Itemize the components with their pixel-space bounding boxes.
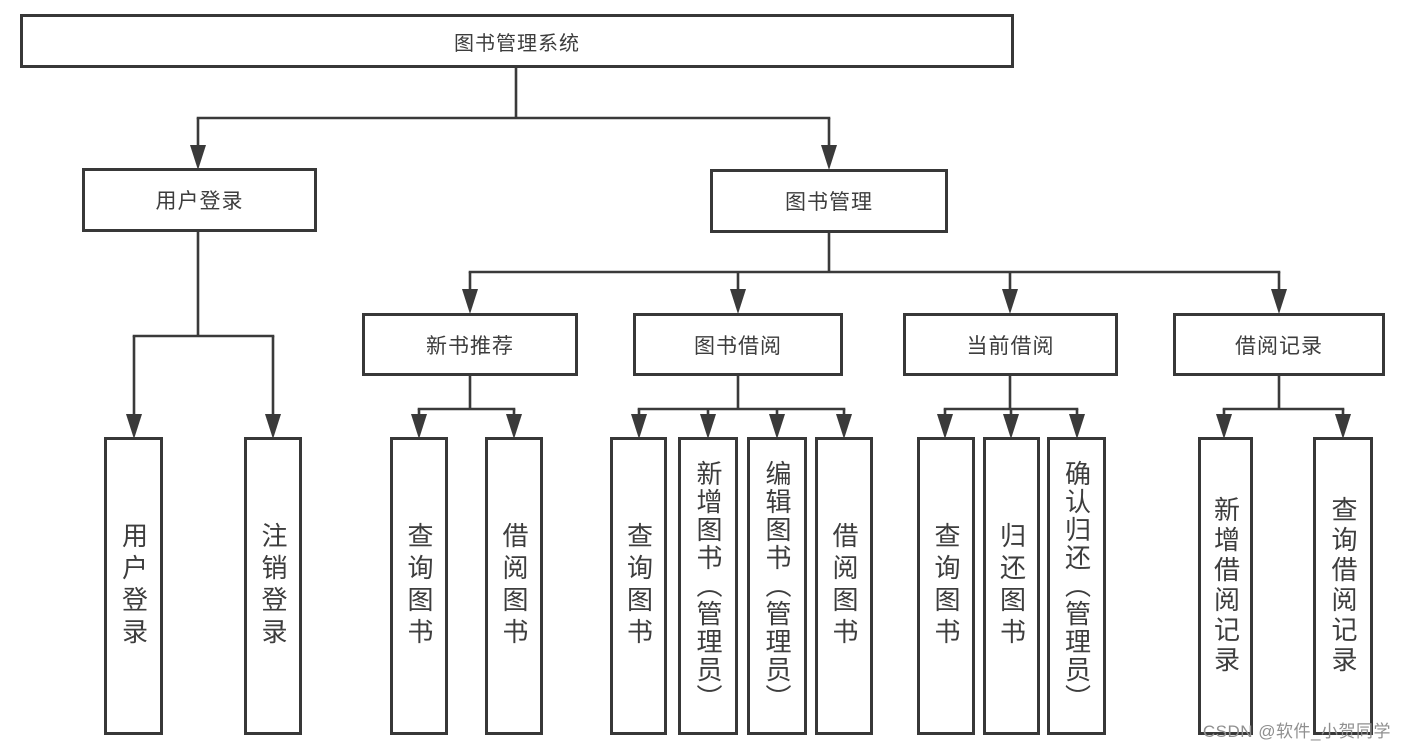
arrowhead <box>126 414 142 439</box>
arrowhead <box>631 414 647 439</box>
leaf-query-books-2: 查询图书 <box>610 437 667 735</box>
arrowhead <box>836 414 852 439</box>
arrowhead <box>411 414 427 439</box>
leaf-borrow-books-2: 借阅图书 <box>815 437 873 735</box>
node-current-borrow: 当前借阅 <box>903 313 1118 376</box>
node-borrow-records: 借阅记录 <box>1173 313 1385 376</box>
arrowhead <box>1271 289 1287 314</box>
leaf-add-borrow-record: 新增借阅记录 <box>1198 437 1253 735</box>
arrowhead <box>1069 414 1085 439</box>
arrowhead <box>1335 414 1351 439</box>
leaf-query-books-1: 查询图书 <box>390 437 448 735</box>
arrowhead <box>769 414 785 439</box>
arrowhead <box>1216 414 1232 439</box>
leaf-edit-book-admin: 编辑图书（管理员） <box>747 437 807 735</box>
arrowhead <box>506 414 522 439</box>
leaf-query-borrow-record: 查询借阅记录 <box>1313 437 1373 735</box>
leaf-logout: 注销登录 <box>244 437 302 735</box>
node-user-login: 用户登录 <box>82 168 317 232</box>
node-root: 图书管理系统 <box>20 14 1014 68</box>
leaf-borrow-books-1: 借阅图书 <box>485 437 543 735</box>
arrowhead <box>265 414 281 439</box>
arrowhead <box>730 289 746 314</box>
leaf-add-book-admin: 新增图书（管理员） <box>678 437 738 735</box>
node-book-borrow: 图书借阅 <box>633 313 843 376</box>
leaf-query-books-3: 查询图书 <box>917 437 975 735</box>
arrowhead <box>1002 289 1018 314</box>
arrowhead <box>937 414 953 439</box>
leaf-confirm-return-admin: 确认归还（管理员） <box>1047 437 1106 735</box>
watermark: CSDN @软件_小贺同学 <box>1202 722 1391 741</box>
arrowhead <box>821 145 837 170</box>
node-new-book-recommend: 新书推荐 <box>362 313 578 376</box>
arrowhead <box>1003 414 1019 439</box>
leaf-user-login: 用户登录 <box>104 437 163 735</box>
node-book-management: 图书管理 <box>710 169 948 233</box>
leaf-return-book: 归还图书 <box>983 437 1040 735</box>
arrowhead <box>190 145 206 170</box>
arrowhead <box>462 289 478 314</box>
arrowhead <box>700 414 716 439</box>
